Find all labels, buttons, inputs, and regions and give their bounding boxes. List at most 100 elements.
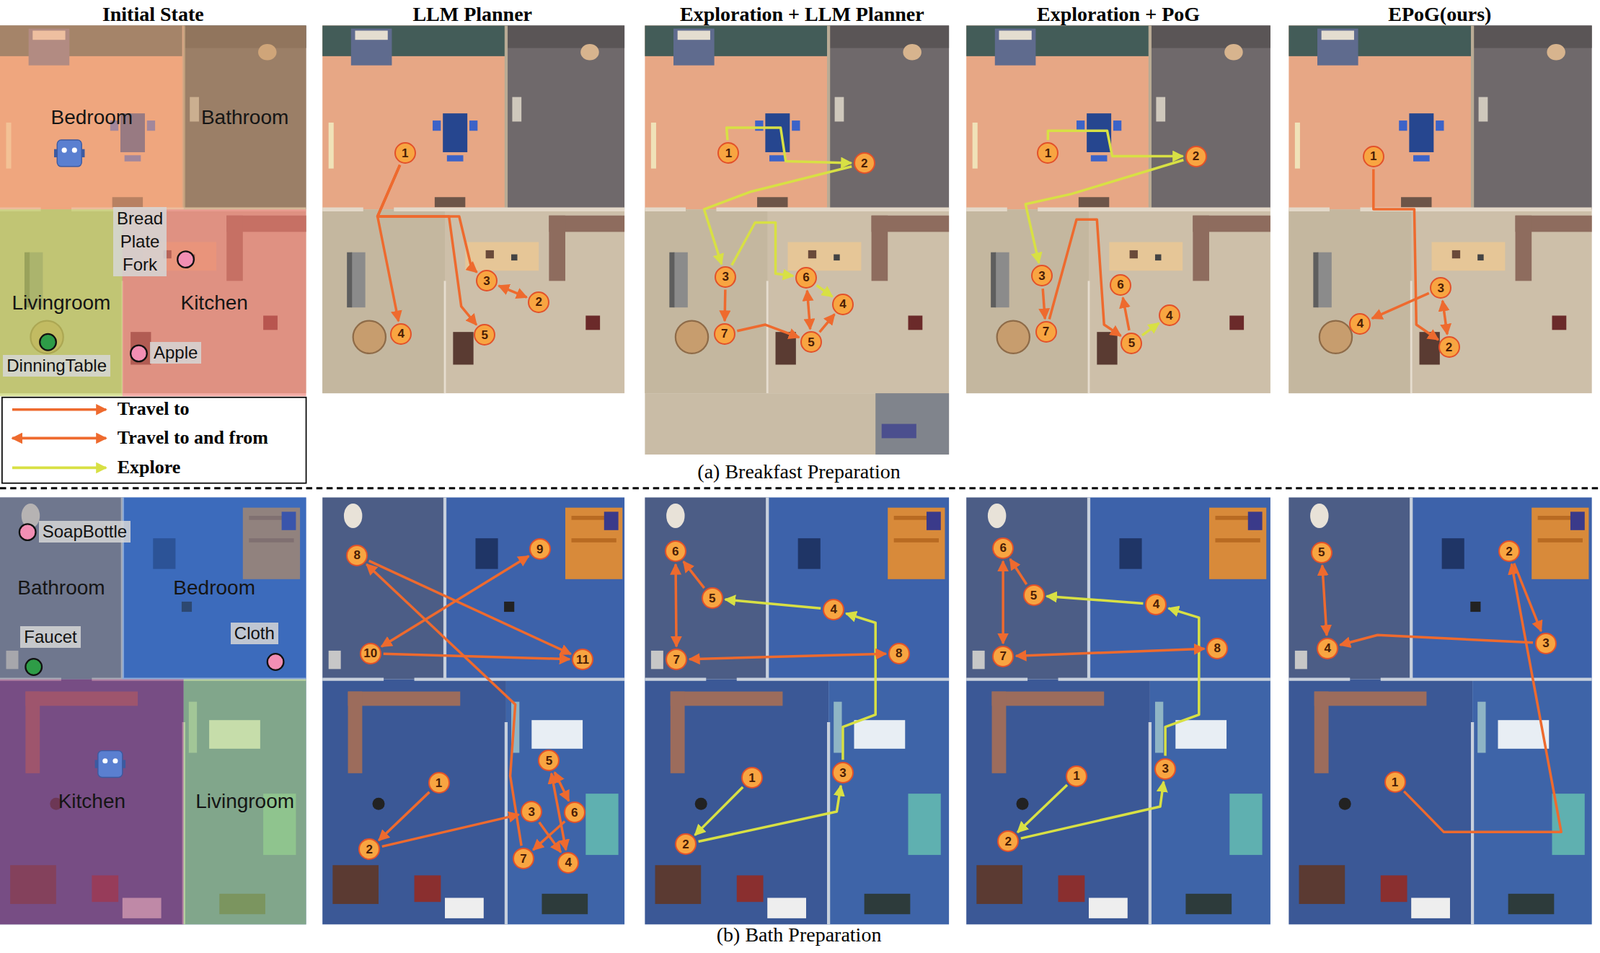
step-number: 5	[537, 749, 560, 771]
counter	[871, 215, 889, 282]
bin	[1338, 797, 1352, 810]
step-number: 4	[1145, 593, 1167, 616]
step-number: 7	[512, 847, 535, 869]
legend-sample	[12, 408, 106, 411]
step-label: 4	[565, 855, 572, 869]
travel-arrow	[383, 653, 570, 659]
step-number: 7	[992, 645, 1014, 667]
step-number: 3	[1429, 276, 1452, 299]
explore-arrow	[703, 166, 852, 265]
step-number: 1	[428, 771, 450, 794]
wall-line	[966, 206, 1008, 212]
explore-arrow	[1025, 160, 1184, 264]
bedroom-floor	[767, 497, 949, 680]
step-label: 3	[721, 270, 729, 283]
counter	[348, 691, 363, 773]
room-region: KitchenBread Plate ForkApple	[122, 209, 307, 396]
column-header: Initial State	[102, 2, 205, 26]
chair	[791, 120, 800, 131]
window	[972, 122, 978, 169]
chair	[1398, 120, 1407, 131]
travel-arrow	[366, 563, 522, 846]
bedroom-floor	[122, 497, 307, 680]
bathroom-floor	[1150, 25, 1271, 210]
step-label: 1	[401, 147, 409, 160]
sofa	[1317, 252, 1332, 308]
counter	[348, 691, 461, 706]
column-header: LLM Planner	[412, 2, 533, 26]
step-label: 4	[1152, 597, 1160, 611]
bed-stripe	[571, 537, 617, 543]
object-name: Cloth	[234, 622, 275, 644]
bedroom-floor	[444, 497, 625, 680]
step-number: 2	[1498, 540, 1520, 562]
table	[1175, 719, 1227, 749]
sink	[328, 650, 342, 669]
explore-arrow	[1021, 780, 1164, 838]
wall-line	[322, 677, 384, 680]
step-label: 1	[1369, 149, 1377, 163]
counter	[992, 691, 1105, 706]
sofa-back	[669, 252, 675, 308]
room-region	[0, 25, 184, 210]
bed	[565, 507, 623, 579]
subfigure-caption: (a) Breakfast Preparation	[697, 460, 900, 484]
lower-floor	[322, 209, 625, 393]
dresser	[1078, 196, 1109, 207]
wall-line	[1088, 280, 1091, 393]
chair	[1113, 120, 1122, 131]
travel-arrow	[1372, 292, 1430, 318]
step-label: 4	[1165, 309, 1173, 322]
desk	[1119, 537, 1142, 569]
travel-arrow	[1340, 634, 1533, 645]
object-label: Bread Plate Fork	[113, 206, 167, 277]
bed-stripe	[1214, 537, 1260, 543]
column-header: Exploration + LLM Planner	[679, 2, 925, 26]
kitchen-floor	[0, 679, 184, 925]
chair	[414, 874, 442, 902]
robot-ear	[122, 759, 126, 768]
explore-arrow	[1046, 595, 1144, 603]
sofa-back	[1313, 252, 1319, 308]
sink	[972, 650, 985, 669]
step-number: 2	[853, 152, 876, 174]
stool	[504, 601, 515, 612]
travel-arrow	[1042, 288, 1045, 319]
sofa	[1229, 793, 1262, 855]
toilet	[343, 503, 362, 528]
object-label: Apple	[149, 341, 202, 364]
room-region: Bedroom	[0, 25, 184, 210]
lower-floor	[966, 209, 1271, 393]
cabinet	[1096, 331, 1117, 365]
step-label: 7	[519, 852, 527, 865]
rug	[767, 897, 807, 918]
counter	[992, 691, 1007, 773]
bedroom-floor	[1411, 497, 1592, 680]
step-number: 5	[701, 586, 724, 609]
rug	[444, 897, 484, 918]
step-number: 5	[1310, 541, 1333, 564]
rug	[1411, 897, 1451, 918]
object-name: SoapBottle	[42, 520, 127, 543]
step-number: 6	[563, 801, 586, 823]
step-label: 3	[1437, 281, 1444, 295]
bath-floor-plan	[322, 497, 625, 925]
bathroom-floor	[1472, 25, 1593, 210]
wall-line	[1409, 497, 1413, 680]
wall-line	[393, 206, 625, 212]
toilet	[902, 43, 921, 61]
robot-body	[56, 139, 82, 167]
step-number: 6	[795, 266, 817, 289]
livingroom-floor	[828, 679, 949, 925]
room-region: BathroomSoapBottleFaucet	[0, 496, 123, 679]
stove	[976, 864, 1023, 904]
travel-arrow	[689, 653, 887, 660]
travel-arrow	[1322, 565, 1327, 636]
travel-arrow	[554, 771, 569, 801]
bed	[995, 28, 1037, 66]
step-label: 6	[999, 541, 1006, 554]
explore-arrow	[698, 785, 842, 841]
step-number: 1	[1065, 765, 1088, 787]
sofa-back	[346, 252, 352, 308]
step-label: 2	[860, 157, 868, 170]
